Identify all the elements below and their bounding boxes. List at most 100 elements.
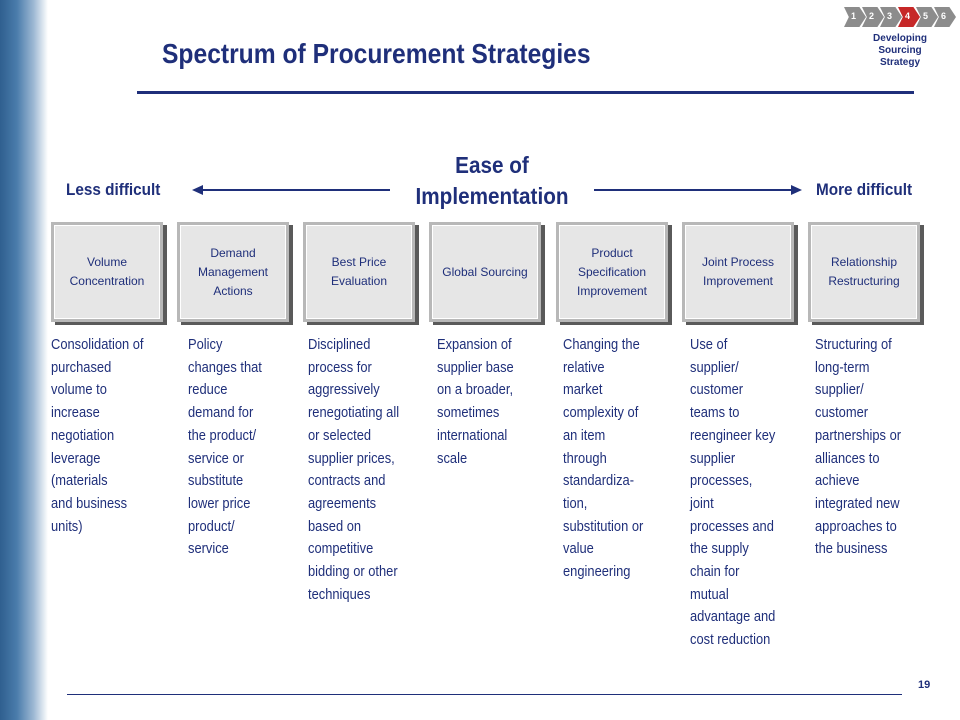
strategy-description-line: relative	[563, 358, 605, 376]
strategy-description-line: supplier/	[815, 381, 864, 399]
ease-of-implementation-heading: Ease of Implementation	[415, 152, 569, 209]
step-2-chevron: 2	[862, 7, 884, 27]
strategy-description-line: engineering	[563, 563, 631, 581]
strategy-description-line: and business	[51, 494, 128, 512]
strategy-box-line: Demand	[210, 245, 256, 260]
strategy-description-line: chain for	[690, 563, 740, 581]
strategy-description-line: customer	[690, 381, 744, 399]
strategy-description-line: teams to	[690, 404, 740, 422]
strategy-box-line: Volume	[86, 255, 128, 269]
step-number: 5	[923, 11, 929, 21]
strategy-description-line: international	[437, 426, 508, 444]
strategy-description: Disciplined process for aggressively renego…	[308, 334, 409, 606]
title-underline	[137, 91, 914, 94]
less-difficult-label: Less difficult	[66, 180, 161, 199]
step-6-chevron: 6	[934, 7, 956, 27]
strategy-description-line: value	[563, 540, 594, 558]
strategy-box-label: Global Sourcing	[432, 225, 538, 319]
strategy-description-line: scale	[437, 449, 468, 467]
strategy-box-line: Global Sourcing	[442, 264, 528, 279]
strategy-box-line: Best Price	[331, 255, 387, 269]
strategy-box: Global Sourcing	[429, 222, 541, 322]
strategy-box-line: Management	[197, 264, 269, 279]
more-difficult-label: More difficult	[816, 180, 913, 199]
strategy-description-line: partnerships or	[815, 426, 902, 444]
strategy-description-line: supplier prices,	[308, 449, 395, 467]
step-1-chevron: 1	[844, 7, 866, 27]
strategy-description-line: based on	[308, 517, 362, 535]
step-number: 1	[851, 11, 857, 21]
strategy-box-line: Specification	[577, 264, 647, 279]
strategy-description-line: renegotiating all	[308, 404, 400, 422]
strategy-description-line: tion,	[563, 494, 588, 512]
footer-rule	[67, 694, 902, 695]
strategy-box-line: Actions	[213, 283, 253, 298]
strategy-description-line: Changing the	[563, 336, 640, 353]
strategy-box-line: Restructuring	[828, 274, 900, 288]
strategy-description-line: purchased	[51, 358, 112, 376]
strategy-description-line: increase	[51, 404, 100, 422]
strategy-description-line: units)	[51, 517, 83, 535]
strategy-description-line: Structuring of	[815, 336, 892, 353]
step-3-chevron: 3	[880, 7, 902, 27]
strategy-description-line: bidding or other	[308, 563, 398, 581]
strategy-description-line: supplier/	[690, 358, 739, 376]
strategy-description-line: supplier base	[437, 358, 514, 376]
strategy-description-line: long-term	[815, 358, 870, 376]
strategy-description-line: negotiation	[51, 426, 115, 444]
strategy-description-line: or selected	[308, 426, 372, 444]
strategy-box-line: Joint Process	[701, 255, 775, 269]
strategy-description-line: service	[188, 540, 229, 558]
strategy-description-line: leverage	[51, 449, 101, 467]
strategy-description-line: process for	[308, 358, 372, 376]
strategy-description-line: the product/	[188, 426, 257, 444]
strategy-description-line: Expansion of	[437, 336, 512, 353]
strategy-description-line: (materials	[51, 472, 108, 490]
strategy-description-line: integrated new	[815, 494, 900, 512]
strategy-description-line: on a broader,	[437, 381, 514, 399]
strategy-description-line: joint	[690, 494, 714, 512]
strategy-description-line: alliances to	[815, 449, 880, 467]
step-number: 3	[887, 11, 893, 21]
strategy-description-line: demand for	[188, 404, 254, 422]
strategy-description-line: an item	[563, 426, 606, 444]
strategy-description-line: advantage and	[690, 608, 776, 626]
step-navigator-label: Developing Sourcing Strategy	[873, 33, 927, 68]
page-number: 19	[918, 679, 931, 691]
strategy-box-line: Improvement	[702, 274, 774, 288]
strategy-description-line: Disciplined	[308, 336, 371, 353]
strategy-description-line: changes that	[188, 358, 262, 376]
strategy-description-line: Policy	[188, 336, 223, 353]
strategy-description-line: aggressively	[308, 381, 380, 399]
strategy-box-line: Relationship	[830, 255, 898, 269]
strategy-description: Policy changes that reduce demand for the pr…	[188, 334, 289, 561]
left-arrowhead	[192, 185, 203, 195]
page-title: Spectrum of Procurement Strategies	[162, 38, 591, 69]
strategy-description-line: mutual	[690, 585, 729, 603]
strategy-description-line: sometimes	[437, 404, 500, 422]
strategy-description-line: reduce	[188, 381, 228, 399]
left-gradient-band	[0, 0, 48, 720]
step-number: 2	[869, 11, 875, 21]
step-number: 6	[941, 11, 947, 21]
strategy-description-line: market	[563, 381, 603, 399]
strategy-description-line: contracts and	[308, 472, 386, 490]
strategy-description: Expansion of supplier base on a broader, so…	[437, 334, 538, 470]
